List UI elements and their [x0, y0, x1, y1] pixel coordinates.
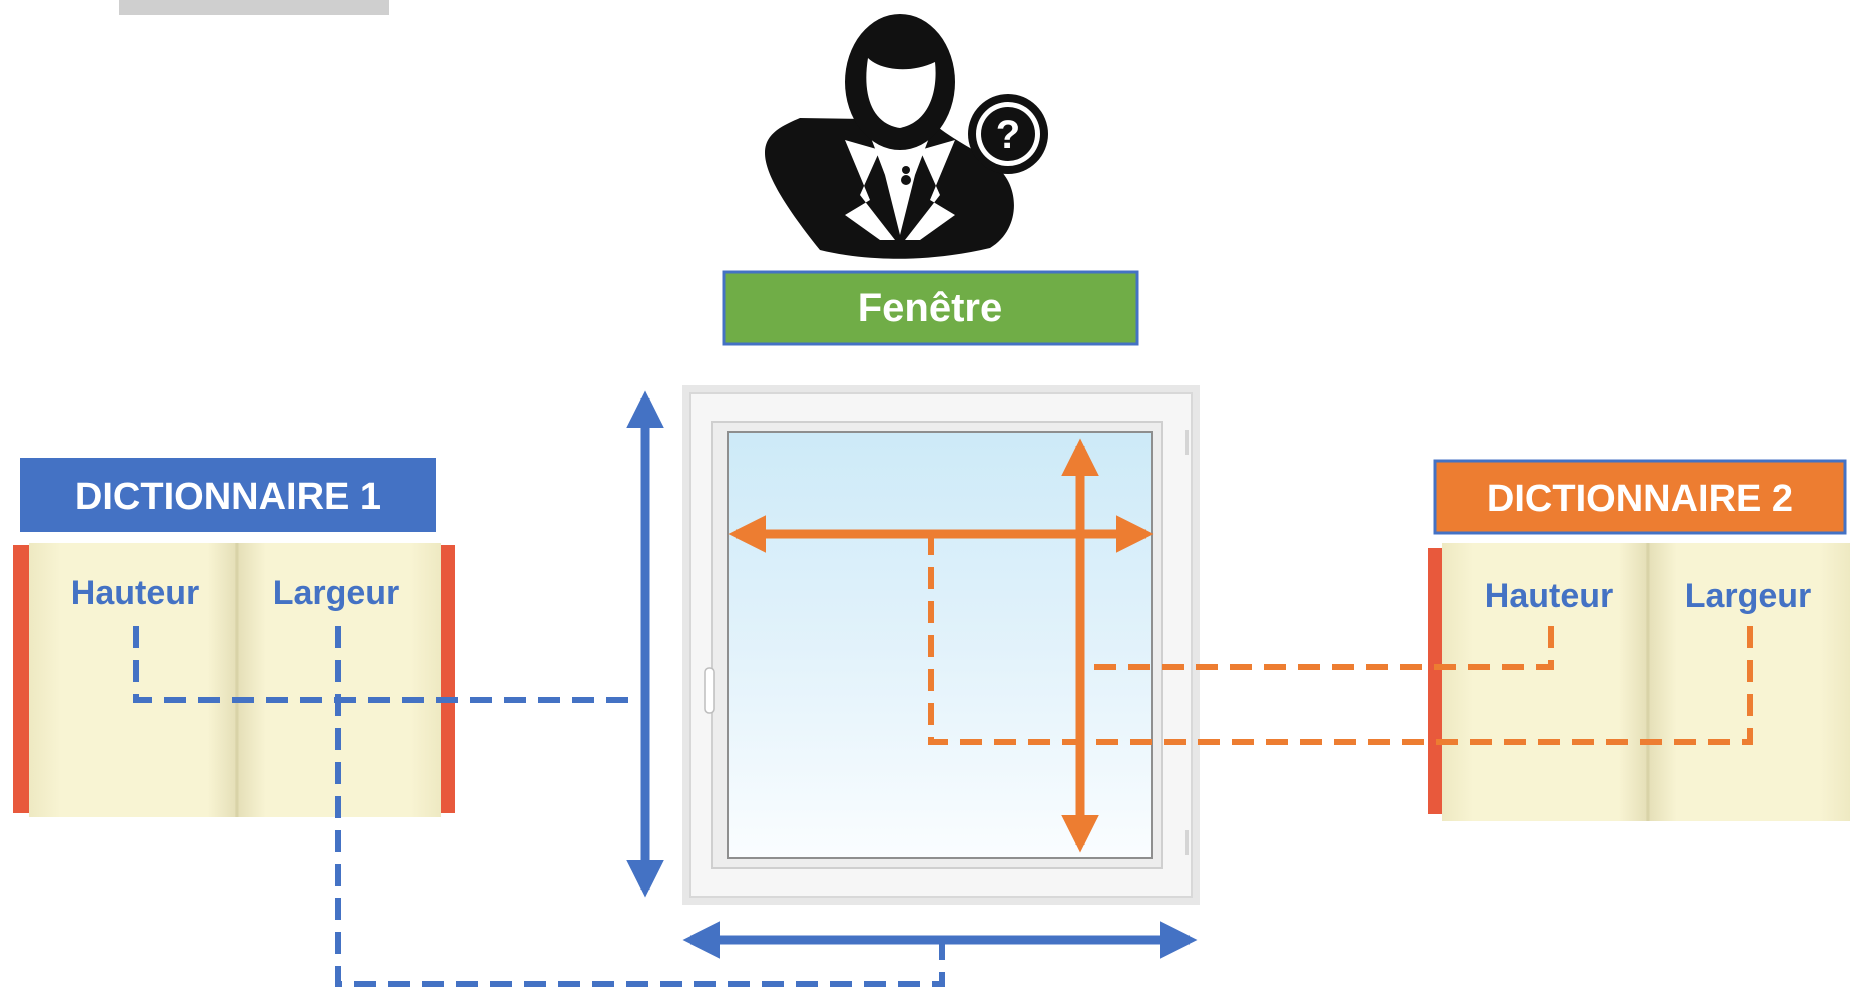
dictionary-1-title-box: DICTIONNAIRE 1 [20, 458, 436, 532]
dictionary-1-hauteur-label: Hauteur [71, 574, 199, 612]
dictionary-2-largeur-label: Largeur [1685, 577, 1812, 615]
dictionary-1-largeur-label: Largeur [273, 574, 400, 612]
window-title-box: Fenêtre [722, 270, 1139, 346]
person-question-icon: ? [765, 14, 1048, 259]
window-title-label: Fenêtre [858, 286, 1003, 330]
largeur-1-connector [335, 626, 945, 987]
window-handle [704, 667, 715, 714]
dictionary-2-title: DICTIONNAIRE 2 [1487, 478, 1793, 520]
placeholder-bar [119, 0, 389, 15]
dictionary-2-connectors [928, 537, 1753, 745]
dictionary-1-title: DICTIONNAIRE 1 [75, 476, 381, 518]
open-book-icon-2 [1428, 543, 1850, 821]
hauteur-2-connector [1092, 626, 1554, 670]
largeur-2-connector [928, 537, 1753, 745]
dictionary-2-hauteur-label: Hauteur [1485, 577, 1613, 615]
inner-dimension-arrows [728, 438, 1154, 853]
outer-dimension-arrows [626, 390, 1198, 959]
dictionary-2-title-box: DICTIONNAIRE 2 [1433, 459, 1847, 535]
svg-text:?: ? [996, 113, 1020, 157]
dictionary-1-connectors [133, 626, 945, 987]
hauteur-1-connector [133, 626, 640, 703]
window-icon [682, 385, 1200, 905]
window-title-bg [722, 270, 1139, 346]
